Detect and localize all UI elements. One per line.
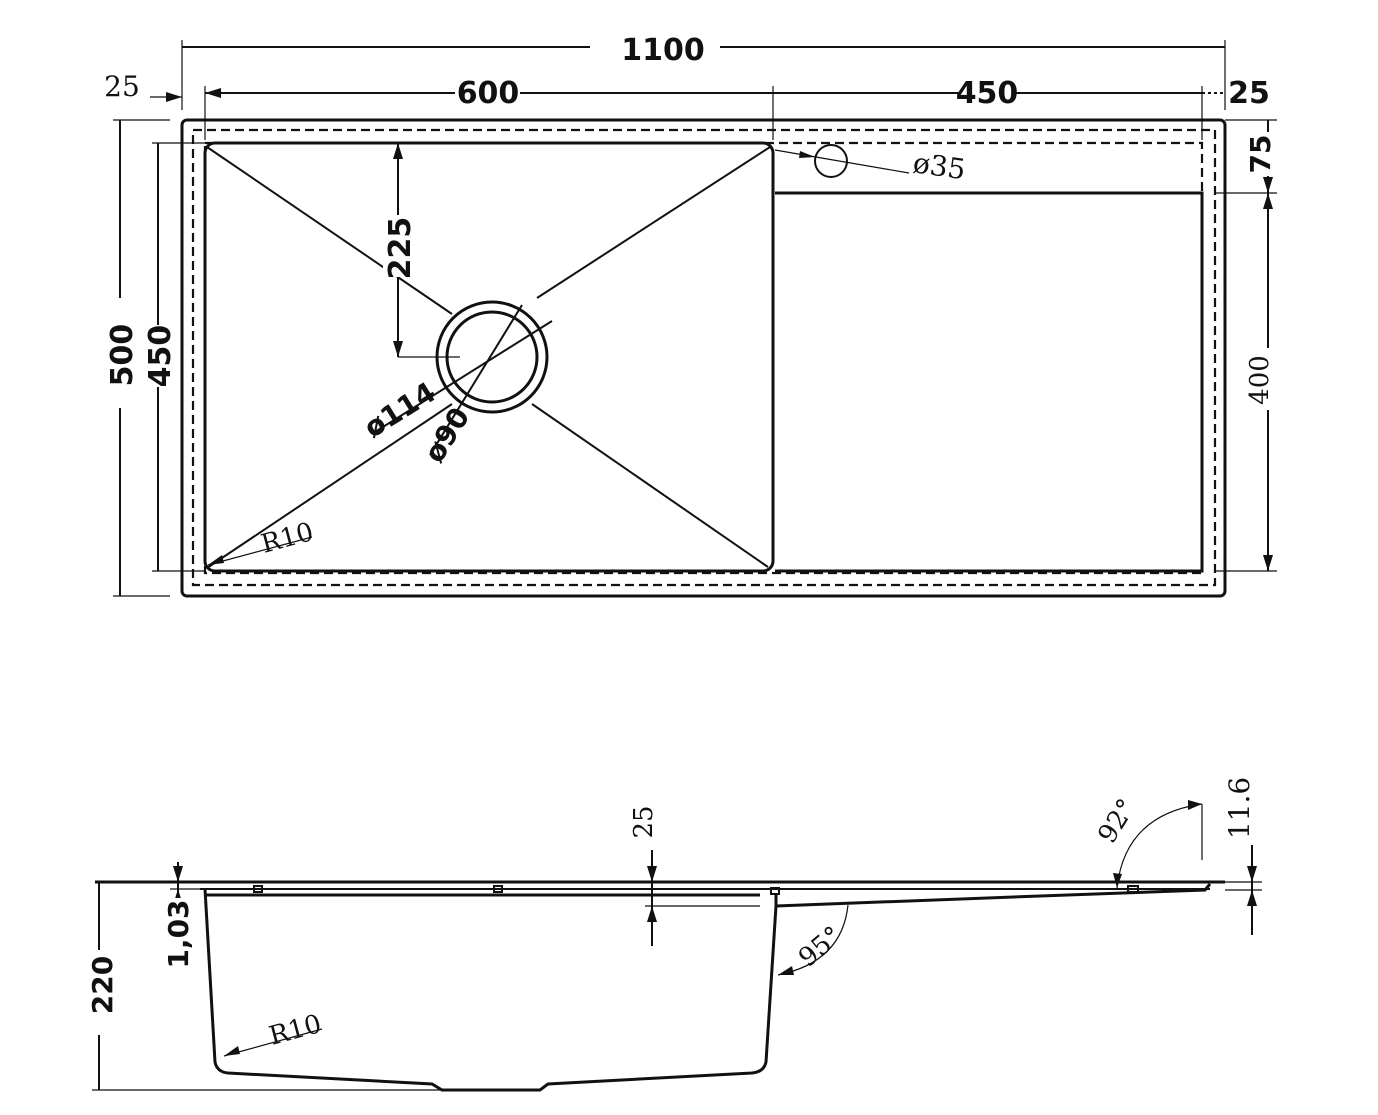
mounting-clip xyxy=(253,885,263,893)
arrowhead xyxy=(1113,873,1122,888)
arrowhead xyxy=(393,143,403,159)
arrowhead xyxy=(778,966,794,975)
arrowhead xyxy=(393,341,403,357)
drain-inner-circle xyxy=(445,310,539,404)
arrowhead xyxy=(224,1046,240,1056)
arrowhead xyxy=(647,906,657,922)
tap-hole-label: ø35 xyxy=(911,146,968,186)
overall-width-label: 1100 xyxy=(621,33,705,68)
arrowhead xyxy=(1188,800,1202,810)
bowl-outline xyxy=(203,141,775,573)
arrowhead xyxy=(1263,193,1273,209)
cutout-dashed-outline xyxy=(191,128,1217,587)
bowl-profile xyxy=(203,888,778,1092)
total-height-label: 220 xyxy=(86,956,119,1014)
drainer-angle-arc xyxy=(1116,803,1203,889)
arrowhead xyxy=(1247,866,1257,882)
rim-thickness-label: 1,03 xyxy=(162,899,195,968)
tap-hole-leader xyxy=(774,149,910,174)
tap-hole-circle xyxy=(814,144,848,178)
edge-height-label: 11.6 xyxy=(1223,777,1256,839)
top-view: 1100 25 600 450 25 500 450 225 xyxy=(104,33,1278,598)
bowl-slope-line xyxy=(206,403,453,569)
overall-depth-label: 500 xyxy=(105,324,140,387)
right-margin-label: 25 xyxy=(1228,76,1270,111)
label-backing xyxy=(162,898,192,970)
radius-leader xyxy=(223,1028,323,1057)
arrowhead xyxy=(166,92,182,102)
drainer-width-label: 450 xyxy=(956,76,1019,111)
label-backing xyxy=(145,325,173,387)
back-margin-label: 75 xyxy=(1244,135,1277,174)
arrowhead xyxy=(208,555,224,565)
flange-drop-label: 25 xyxy=(629,805,659,838)
bowl-depth-label: 450 xyxy=(143,325,178,388)
arrowhead xyxy=(1247,890,1257,906)
bowl-slope-line xyxy=(536,146,771,299)
drain-diameter-leader xyxy=(374,320,553,433)
inner-dashed-outline xyxy=(203,141,1204,575)
side-view: 220 1,03 25 95° 92° 11.6 xyxy=(86,777,1262,1092)
bowl-slope-line xyxy=(531,403,769,568)
drain-offset-label: 225 xyxy=(383,217,418,280)
arrowhead xyxy=(799,151,815,158)
arrowhead xyxy=(647,866,657,882)
left-margin-label: 25 xyxy=(104,70,140,103)
drainer-angle-label: 92° xyxy=(1092,794,1142,849)
label-backing xyxy=(383,215,413,277)
arrowhead xyxy=(1263,555,1273,571)
arrowhead xyxy=(173,866,183,882)
bowl-width-label: 600 xyxy=(457,76,520,111)
radius-leader xyxy=(207,536,313,566)
drainer-outline xyxy=(775,191,1204,573)
corner-radius-label: R10 xyxy=(258,517,317,560)
bottom-radius-label: R10 xyxy=(266,1009,325,1052)
mounting-clip xyxy=(493,885,503,893)
arrowhead xyxy=(205,88,221,98)
drainer-underside xyxy=(775,883,1212,908)
arrowhead xyxy=(1263,177,1273,193)
mounting-clip xyxy=(770,887,780,895)
label-backing xyxy=(1248,132,1278,176)
drain-diameter-leader xyxy=(429,304,523,456)
bowl-slope-line xyxy=(206,146,453,315)
drainer-depth-label: 400 xyxy=(1245,355,1275,405)
sink-outer-outline xyxy=(180,118,1227,598)
label-backing xyxy=(1248,348,1278,410)
mounting-clip xyxy=(1127,885,1139,893)
bowl-angle-label: 95° xyxy=(793,921,848,974)
